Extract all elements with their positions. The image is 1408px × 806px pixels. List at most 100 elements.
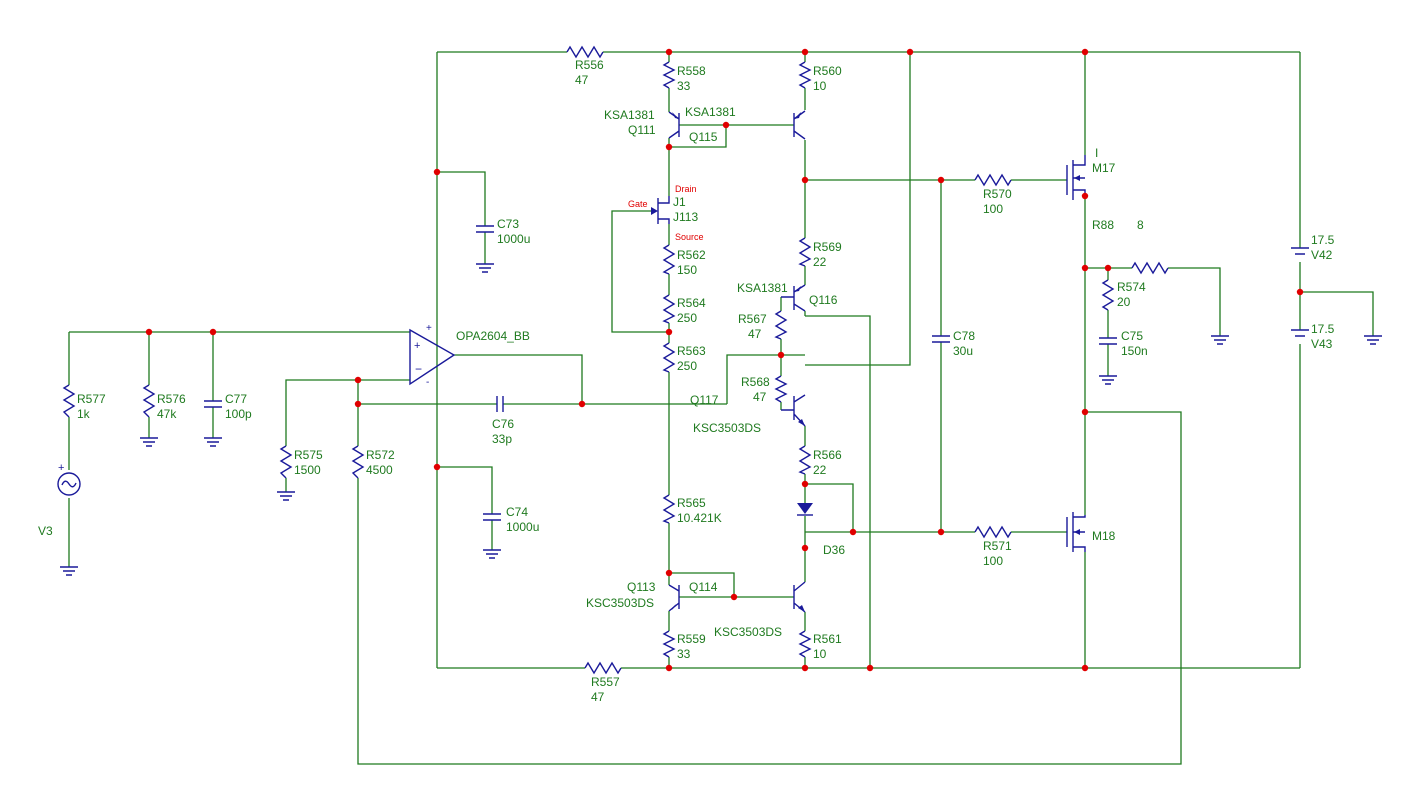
label-r559-value: 33 [677, 647, 691, 661]
svg-text:-: - [426, 377, 429, 388]
label-r575-value: 1500 [294, 463, 321, 477]
transistors [651, 110, 1086, 613]
resistor-r568 [774, 375, 788, 403]
label-r88-value: 8 [1137, 218, 1144, 232]
resistor-r564 [662, 294, 676, 324]
junction-dot [1104, 264, 1112, 272]
label-q116-ref: Q116 [809, 293, 838, 307]
label-r562-value: 150 [677, 263, 697, 277]
junction-dot [209, 328, 217, 336]
label-r564-value: 250 [677, 311, 697, 325]
label-c77-ref: C77 [225, 392, 247, 406]
resistor-r88 [1131, 261, 1169, 275]
resistor-r575 [279, 445, 293, 479]
junction-dot [801, 664, 809, 672]
junction-dot [665, 569, 673, 577]
label-opamp-model: OPA2604_BB [456, 329, 530, 343]
label-r561-ref: R561 [813, 632, 842, 646]
label-r88-ref: R88 [1092, 218, 1114, 232]
label-q117-model: KSC3503DS [693, 421, 761, 435]
transistor-q111 [668, 111, 680, 139]
resistor-r566 [798, 445, 812, 475]
resistor-r561 [798, 630, 812, 658]
label-c77-value: 100p [225, 407, 252, 421]
label-v3-ref: V3 [38, 524, 53, 538]
label-q115-ref: Q115 [689, 130, 718, 144]
label-r574-ref: R574 [1117, 280, 1146, 294]
junction-dot [1296, 288, 1304, 296]
resistor-r572 [351, 445, 365, 479]
resistor-r562 [662, 244, 676, 275]
label-j1-gate: Gate [628, 199, 648, 209]
label-r565-ref: R565 [677, 496, 706, 510]
battery-v42 [1291, 247, 1309, 255]
junction-dot [1081, 264, 1089, 272]
diode-d36 [797, 503, 813, 516]
label-m17-extra: I [1095, 146, 1098, 160]
junction-dot [801, 48, 809, 56]
label-r566-ref: R566 [813, 448, 842, 462]
ground-icon [1364, 335, 1382, 345]
wires [68, 51, 1374, 765]
label-r565-value: 10.421K [677, 511, 722, 525]
resistor-r577 [62, 384, 76, 418]
junctions [145, 48, 1304, 672]
junction-dot [1081, 664, 1089, 672]
transistor-q114 [793, 581, 806, 613]
label-d36-ref: D36 [823, 543, 845, 557]
junction-dot [665, 664, 673, 672]
capacitor-c78 [932, 335, 950, 343]
label-r556-ref: R556 [575, 58, 604, 72]
label-r576-ref: R576 [157, 392, 186, 406]
transistor-q117 [781, 394, 806, 427]
label-r568-value: 47 [753, 390, 767, 404]
resistor-r574 [1101, 279, 1115, 311]
junction-dot [937, 528, 945, 536]
capacitor-c73 [476, 225, 494, 233]
label-q117-ref: Q117 [690, 393, 719, 407]
label-c74-ref: C74 [506, 505, 528, 519]
label-c73-value: 1000u [497, 232, 530, 246]
opamp-u1: + − + - [409, 323, 456, 388]
label-q111-model: KSA1381 [604, 108, 655, 122]
junction-dot [777, 351, 785, 359]
label-c78-value: 30u [953, 344, 973, 358]
label-c75-value: 150n [1121, 344, 1148, 358]
resistor-r557 [584, 661, 622, 675]
resistor-r571 [974, 525, 1012, 539]
resistor-r567 [774, 310, 788, 340]
label-r574-value: 20 [1117, 295, 1131, 309]
label-r557-value: 47 [591, 690, 605, 704]
transistor-q116 [781, 284, 806, 312]
junction-dot [433, 463, 441, 471]
resistor-r556 [566, 45, 604, 59]
label-m18-ref: M18 [1092, 529, 1116, 543]
label-r562-ref: R562 [677, 248, 706, 262]
label-v43-value: 17.5 [1311, 322, 1335, 336]
resistor-r570 [974, 173, 1012, 187]
ground-icon [277, 491, 295, 501]
label-r566-value: 22 [813, 463, 827, 477]
capacitor-c74 [483, 513, 501, 521]
label-r560-ref: R560 [813, 64, 842, 78]
label-v43-ref: V43 [1311, 337, 1333, 351]
label-r570-ref: R570 [983, 187, 1012, 201]
label-r571-value: 100 [983, 554, 1003, 568]
label-r577-ref: R577 [77, 392, 106, 406]
label-r572-value: 4500 [366, 463, 393, 477]
label-c74-value: 1000u [506, 520, 539, 534]
ground-icon [204, 437, 222, 447]
resistors [62, 45, 1169, 675]
junction-dot [433, 168, 441, 176]
transistor-q115 [793, 110, 806, 140]
label-r558-value: 33 [677, 79, 691, 93]
label-q113-ref: Q113 [627, 580, 656, 594]
label-c76-value: 33p [492, 432, 512, 446]
junction-dot [1081, 192, 1089, 200]
junction-dot [801, 480, 809, 488]
label-j1-ref: J1 [673, 195, 686, 209]
svg-text:+: + [58, 462, 64, 474]
label-r570-value: 100 [983, 202, 1003, 216]
label-r572-ref: R572 [366, 448, 395, 462]
label-r569-value: 22 [813, 255, 827, 269]
